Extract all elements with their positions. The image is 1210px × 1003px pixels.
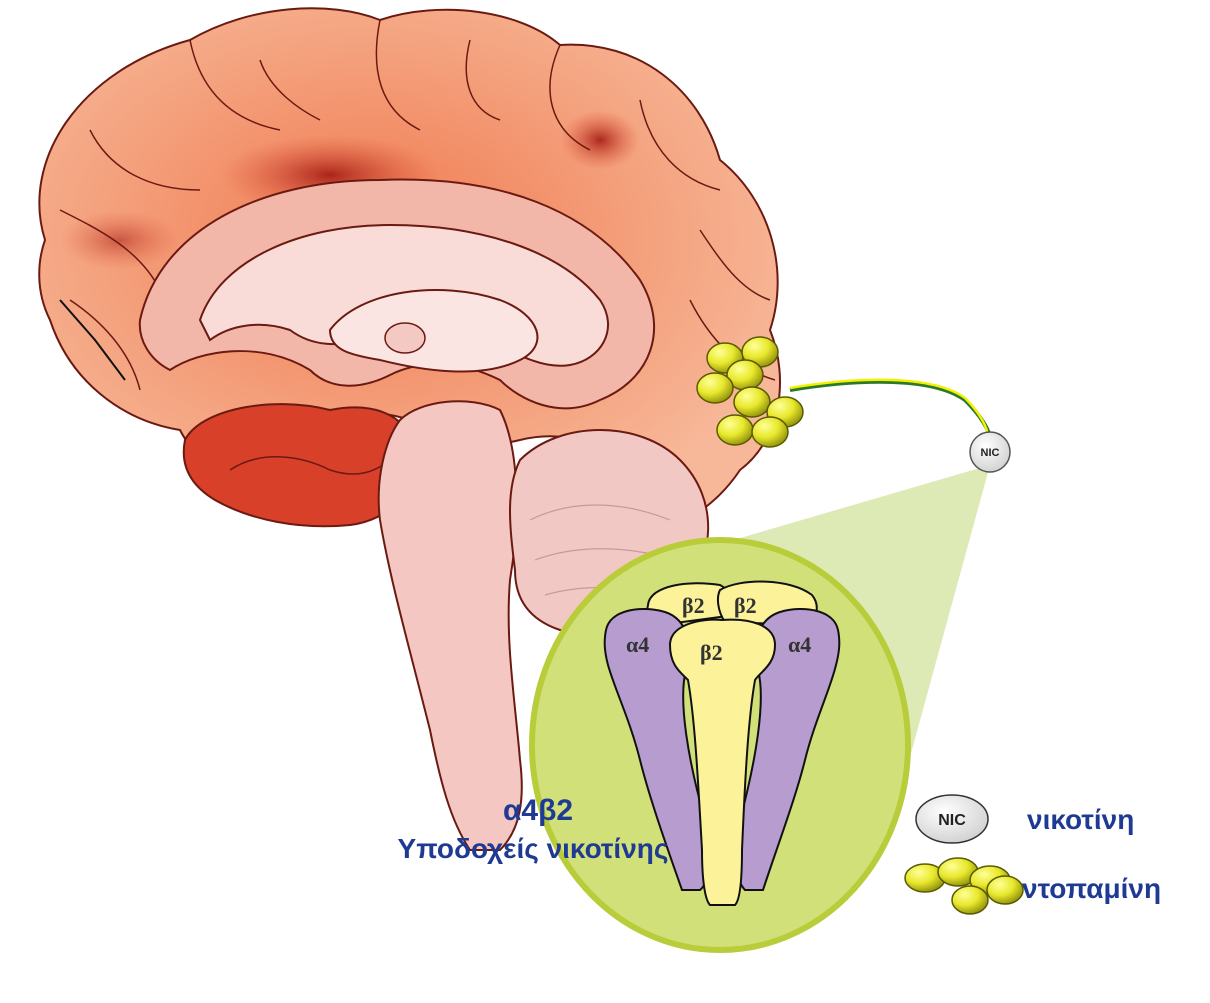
receptor-name: α4β2 xyxy=(503,794,573,827)
thalamus-nucleus xyxy=(385,323,425,353)
axon-highlight xyxy=(790,380,988,438)
dopamine-legend-icon xyxy=(905,858,1023,914)
label-beta-center: β2 xyxy=(700,640,723,665)
receptor-subtitle: Υποδοχείς νικοτίνης xyxy=(398,833,669,864)
axon-line xyxy=(790,382,990,440)
nicotine-molecule-marker: NIC xyxy=(970,432,1010,472)
label-alpha-right: α4 xyxy=(788,632,811,657)
label-alpha-left: α4 xyxy=(626,632,649,657)
legend-nicotine-text: νικοτίνη xyxy=(1027,804,1134,835)
legend-dopamine-text: ντοπαμίνη xyxy=(1022,873,1161,904)
legend-nic-symbol-label: NIC xyxy=(938,812,966,829)
label-beta-top-left: β2 xyxy=(682,593,705,618)
brainstem xyxy=(379,401,522,850)
cortex-shading xyxy=(560,110,640,170)
legend-dopamine: ντοπαμίνη xyxy=(905,858,1161,914)
label-beta-top-right: β2 xyxy=(734,593,757,618)
legend-nicotine: NIC νικοτίνη xyxy=(916,795,1134,843)
nic-marker-label: NIC xyxy=(981,447,1000,459)
legend: NIC νικοτίνη ντοπαμίνη xyxy=(905,795,1161,914)
